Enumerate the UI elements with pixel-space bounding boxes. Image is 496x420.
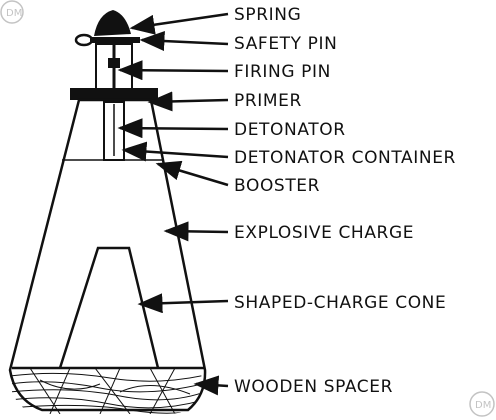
- label-shaped-charge-cone: SHAPED-CHARGE CONE: [234, 293, 446, 313]
- leader-arrows: [117, 12, 229, 396]
- safety-pin: [74, 33, 140, 47]
- watermark-stamp-top-left: DM: [0, 0, 24, 24]
- wooden-spacer: [12, 366, 205, 414]
- label-spring: SPRING: [234, 5, 301, 25]
- detonator-container: [103, 101, 125, 161]
- spring-cap: [94, 10, 131, 36]
- label-wooden-spacer: WOODEN SPACER: [234, 377, 393, 397]
- label-safety-pin: SAFETY PIN: [234, 34, 337, 54]
- labels: SPRING SAFETY PIN FIRING PIN PRIMER DETO…: [234, 5, 456, 397]
- label-firing-pin: FIRING PIN: [234, 62, 331, 82]
- arrow-firing-pin: [117, 60, 229, 81]
- arrow-explosive-charge: [163, 221, 229, 242]
- arrow-wooden-spacer: [193, 375, 229, 396]
- arrow-detonator-container: [121, 141, 229, 162]
- arrow-shaped-charge-cone: [137, 293, 229, 314]
- label-primer: PRIMER: [234, 91, 302, 111]
- arrow-primer: [147, 91, 229, 112]
- watermark-stamp-bottom-right: DM: [469, 391, 495, 417]
- arrow-spring: [129, 12, 229, 35]
- label-booster: BOOSTER: [234, 176, 320, 196]
- label-detonator: DETONATOR: [234, 120, 346, 140]
- label-explosive-charge: EXPLOSIVE CHARGE: [234, 223, 414, 243]
- svg-text:DM: DM: [475, 400, 491, 411]
- arrow-detonator: [117, 118, 229, 139]
- arrow-booster: [155, 160, 229, 187]
- svg-text:DM: DM: [6, 8, 22, 19]
- arrow-safety-pin: [139, 31, 229, 52]
- label-detonator-container: DETONATOR CONTAINER: [234, 148, 456, 168]
